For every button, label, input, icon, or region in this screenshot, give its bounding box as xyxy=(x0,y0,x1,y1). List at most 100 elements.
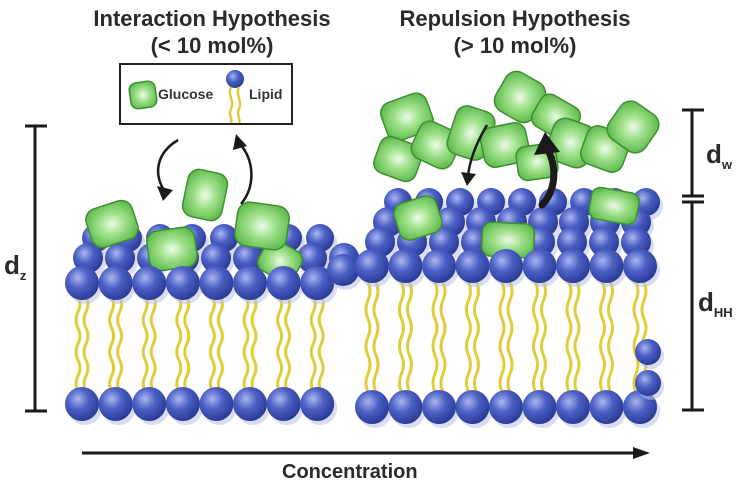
lipid-head xyxy=(199,266,234,300)
lipid-head xyxy=(98,387,133,421)
lipid-legend-label: Lipid xyxy=(249,86,283,102)
repulsion-title-line1: Repulsion Hypothesis xyxy=(399,6,631,31)
glucose-molecule xyxy=(373,135,423,183)
lipid-head-legend-icon xyxy=(226,70,244,88)
lipid-tail xyxy=(82,295,90,393)
lipid-head xyxy=(98,266,133,300)
lipid-tail xyxy=(439,281,447,393)
lipid-head xyxy=(165,266,200,300)
lipid-head xyxy=(355,249,389,283)
lipid-head xyxy=(422,249,456,283)
lipid-head xyxy=(557,227,587,257)
lipid-head xyxy=(635,370,661,396)
legend-box: Glucose Lipid xyxy=(119,63,293,125)
glucose-molecule xyxy=(588,186,640,226)
dz-label: dz xyxy=(4,250,26,283)
lipid-head xyxy=(489,249,523,283)
lipid-tail xyxy=(242,295,250,393)
lipid-head xyxy=(589,249,624,283)
lipid-tail xyxy=(108,295,116,393)
lipid-tail xyxy=(364,281,372,393)
arrowhead-left-down-icon xyxy=(157,186,173,201)
dz-label-main: d xyxy=(4,250,20,280)
arrowhead-left-up-icon xyxy=(233,134,247,150)
lipid-tail xyxy=(175,295,183,393)
lipid-tail xyxy=(398,281,405,393)
lipid-head xyxy=(388,249,423,283)
lipid-head xyxy=(233,266,267,300)
lipid-head xyxy=(297,243,327,273)
lipid-head xyxy=(300,266,335,300)
dhh-bracket xyxy=(682,200,704,412)
lipid-tail xyxy=(473,281,480,393)
lipid-tail xyxy=(309,295,317,393)
lipid-heads-bottom xyxy=(65,339,664,428)
lipid-head xyxy=(388,390,423,424)
lipid-head xyxy=(589,227,619,257)
dz-label-sub: z xyxy=(19,268,27,283)
lipid-tail xyxy=(250,295,258,393)
glucose-molecule xyxy=(234,201,290,251)
dw-label: dw xyxy=(706,139,732,172)
glucose-embedded xyxy=(85,186,640,283)
repulsion-title: Repulsion Hypothesis (> 10 mol%) xyxy=(370,5,660,59)
lipid-tail xyxy=(465,281,472,393)
concentration-label: Concentration xyxy=(282,461,418,483)
lipid-head xyxy=(522,249,557,283)
arrow-right-up-bold-icon xyxy=(538,146,558,209)
lipid-tail xyxy=(498,281,506,393)
lipid-tail xyxy=(532,281,539,393)
glucose-molecule xyxy=(146,226,198,272)
lipid-tail xyxy=(284,295,292,393)
lipid-tail xyxy=(632,281,640,393)
lipid-head xyxy=(65,266,99,300)
lipid-head xyxy=(300,387,335,421)
lipid-head xyxy=(556,249,590,283)
repulsion-title-line2: (> 10 mol%) xyxy=(453,33,577,58)
lipid-head xyxy=(327,254,359,286)
glucose-legend-label: Glucose xyxy=(158,86,214,102)
arrow-left-down-icon xyxy=(156,138,179,193)
lipid-head xyxy=(233,243,263,273)
lipid-head xyxy=(165,387,200,421)
lipid-head xyxy=(266,266,301,300)
lipid-head xyxy=(422,390,456,424)
lipid-tail-legend-icon xyxy=(228,86,242,123)
dhh-label: dHH xyxy=(698,287,733,320)
lipid-tail xyxy=(599,281,606,393)
legend-icons xyxy=(128,70,244,123)
lipid-head xyxy=(522,390,557,424)
lipid-tail xyxy=(540,281,547,393)
lipid-tail xyxy=(565,281,573,393)
dz-bracket xyxy=(25,124,47,413)
glucose-legend-icon xyxy=(128,80,158,110)
glucose-molecule xyxy=(181,168,229,222)
lipid-head xyxy=(556,390,590,424)
lipid-tail xyxy=(216,295,224,393)
dw-label-main: d xyxy=(706,139,722,169)
lipid-tail xyxy=(372,281,380,393)
lipid-head xyxy=(589,390,624,424)
lipid-head xyxy=(201,243,231,273)
dw-label-sub: w xyxy=(721,157,733,172)
lipid-head xyxy=(489,390,523,424)
interaction-title: Interaction Hypothesis (< 10 mol%) xyxy=(66,5,358,59)
lipid-tail xyxy=(506,281,514,393)
lipid-head xyxy=(65,387,99,421)
lipid-tail xyxy=(141,295,149,393)
lipid-head xyxy=(266,387,301,421)
lipid-tail xyxy=(607,281,614,393)
lipid-tail xyxy=(573,281,581,393)
lipid-tail xyxy=(116,295,124,393)
dw-bracket xyxy=(682,108,704,198)
lipid-tail xyxy=(431,281,439,393)
glucose-molecule xyxy=(393,195,443,241)
glucose-molecule xyxy=(85,199,139,249)
lipid-head xyxy=(623,249,657,283)
concentration-axis-arrow xyxy=(82,447,650,459)
lipid-head xyxy=(455,249,490,283)
lipid-head xyxy=(105,243,135,273)
lipid-tail xyxy=(317,295,325,393)
glucose-molecule xyxy=(606,100,660,154)
